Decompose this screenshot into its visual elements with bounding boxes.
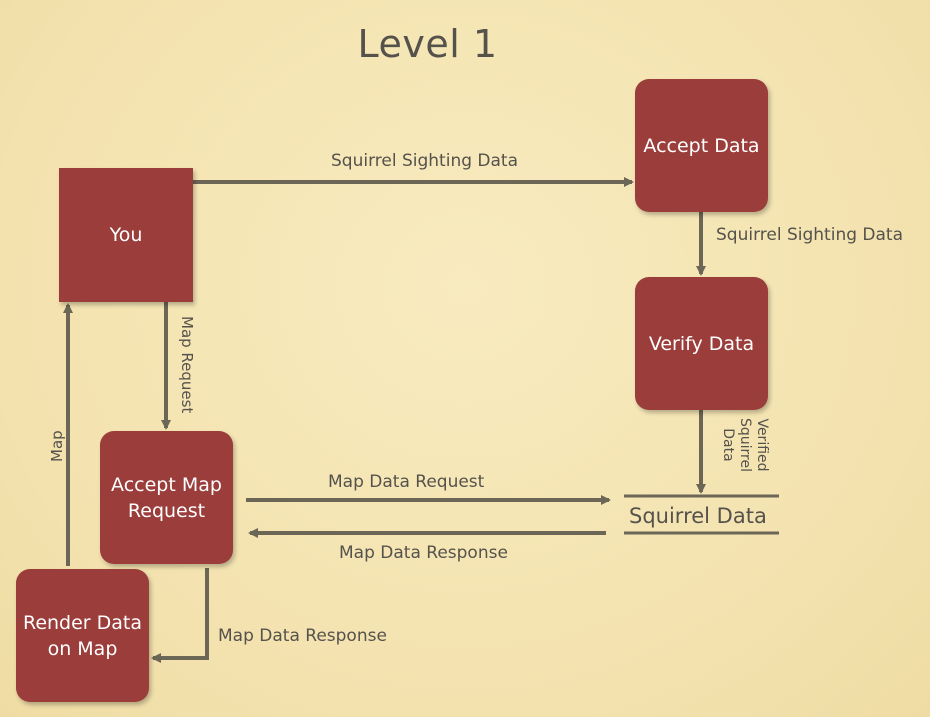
node-verify-data: Verify Data [635, 277, 768, 410]
flow-label-accept-to-verify: Squirrel Sighting Data [716, 225, 903, 245]
flow-label-render-to-you: Map [48, 430, 66, 462]
flow-label-store-to-map-request: Map Data Response [339, 543, 508, 563]
diagram-title: Level 1 [357, 22, 498, 66]
flow-label-data-line: Data [720, 428, 736, 462]
node-accept-map-request: Accept Map Request [100, 431, 233, 564]
node-render-data-on-map: Render Data on Map [16, 569, 149, 702]
node-accept-data: Accept Data [635, 79, 768, 212]
flow-label-map-request-to-render: Map Data Response [218, 626, 387, 646]
flow-label-verified-line: Verified [754, 418, 770, 472]
flow-label-verify-to-store: Verified Squirrel Data [719, 418, 770, 472]
data-store-label: Squirrel Data [629, 504, 767, 528]
flow-label-squirrel-line: Squirrel [737, 418, 753, 472]
flow-label-you-to-accept: Squirrel Sighting Data [331, 151, 518, 171]
flow-label-you-to-map-request: Map Request [178, 316, 196, 414]
flow-label-map-request-to-store: Map Data Request [328, 472, 485, 492]
node-you: You [59, 168, 193, 302]
arrow-map-request-to-render [151, 568, 209, 663]
